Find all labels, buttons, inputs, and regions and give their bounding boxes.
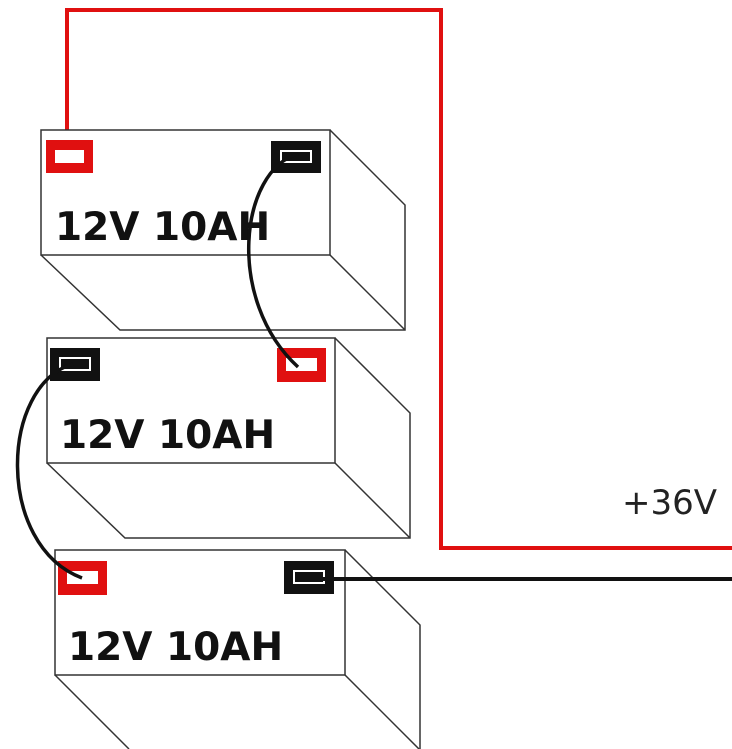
battery-1-negative-terminal [271,141,321,173]
battery-3-depth-lines [344,549,421,749]
positive-output-wire [65,8,732,550]
battery-1: 12V 10AH [40,129,406,331]
battery-3-negative-terminal [284,561,334,594]
battery-3-edge [344,674,420,749]
battery-1-label: 12V 10AH [55,205,270,250]
battery-3-positive-terminal [58,561,107,595]
battery-1-positive-terminal [46,140,93,173]
battery-2-negative-terminal [50,348,100,381]
battery-3: 12V 10AH [54,549,421,749]
jumper-wire-2-to-3 [15,362,83,580]
battery-2: 12V 10AH [46,337,411,539]
battery-1-edge [329,254,406,331]
battery-2-edge [334,462,411,539]
battery-3-label: 12V 10AH [68,625,283,670]
battery-3-edge-left [54,674,130,749]
output-voltage-label: +36V [622,483,717,523]
battery-2-label: 12V 10AH [60,413,275,458]
jumper-wire-1-to-2 [247,152,300,369]
